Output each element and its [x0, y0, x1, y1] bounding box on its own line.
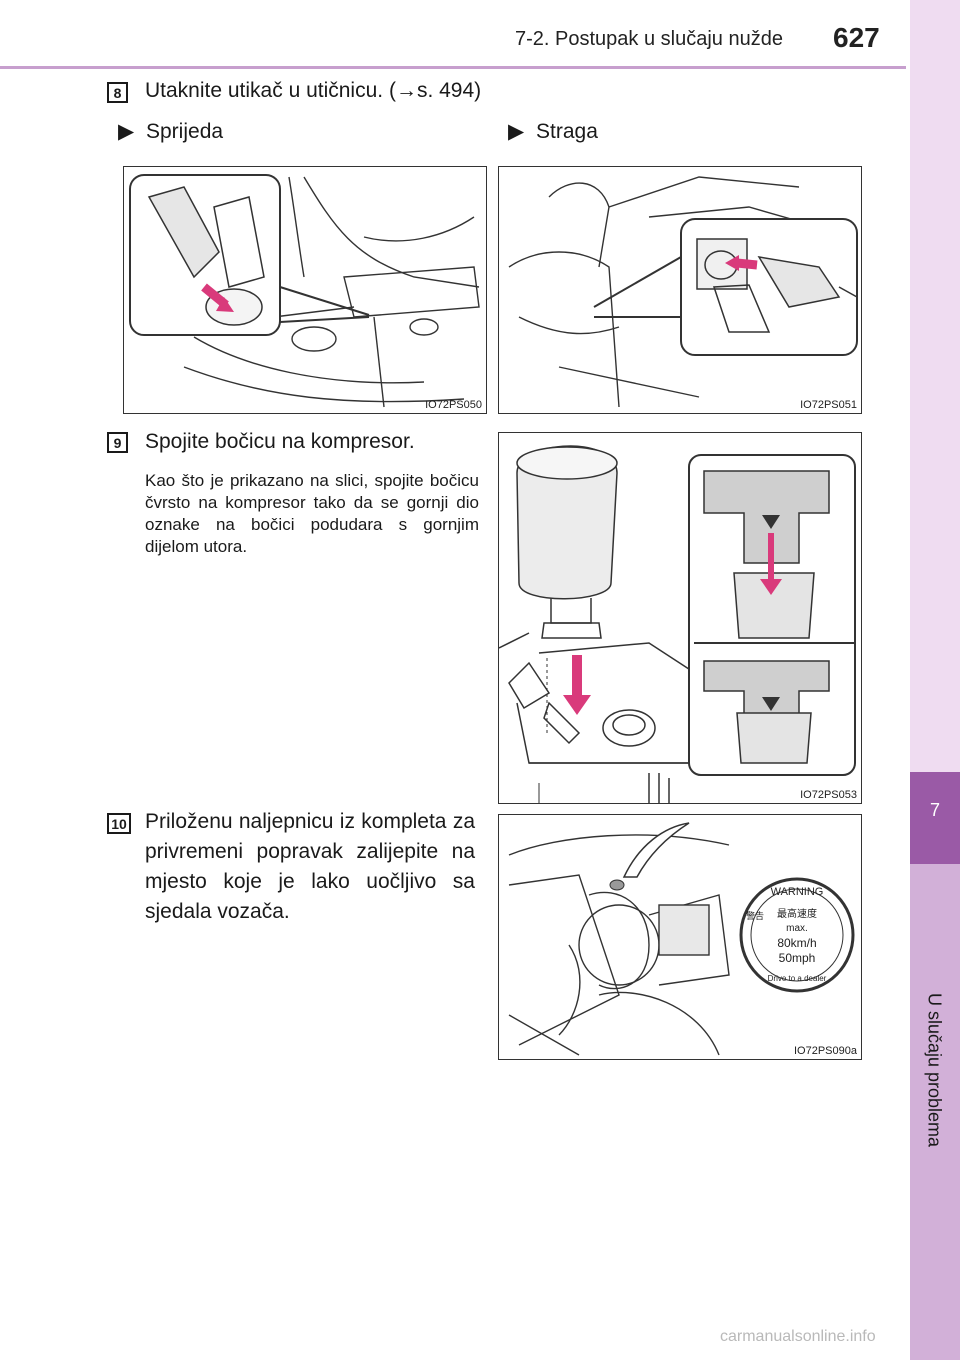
watermark: carmanualsonline.info — [720, 1328, 876, 1345]
front-socket-illustration — [129, 174, 480, 408]
sticker-mph: 50mph — [779, 951, 816, 965]
figure-front-socket: IO72PS050 — [123, 166, 487, 414]
figure-bottle-compressor: IO72PS053 — [498, 432, 862, 804]
front-label: ▶ Sprijeda — [118, 119, 223, 144]
sticker-location-illustration: WARNING 最高速度 max. 80km/h 50mph 警告 Drive … — [508, 822, 855, 1056]
figure-code: IO72PS051 — [800, 399, 857, 411]
chapter-number: 7 — [929, 800, 940, 820]
triangle-arrow-icon: ▶ — [508, 120, 525, 143]
sticker-speed-label: 最高速度 — [777, 907, 817, 920]
triangle-arrow-icon: ▶ — [118, 120, 135, 143]
front-label-text: Sprijeda — [146, 120, 224, 143]
chapter-tab[interactable] — [910, 864, 960, 1360]
figure-code: IO72PS053 — [800, 789, 857, 801]
sticker-warning-text: WARNING — [771, 886, 824, 898]
step-10-text: Priloženu naljepnicu iz kompleta za priv… — [145, 810, 475, 923]
header-divider — [0, 66, 906, 69]
step-9-badge: 9 — [107, 432, 128, 453]
step-9-note: Kao što je prikazano na slici, spojite b… — [145, 471, 479, 556]
figure-code: IO72PS090a — [794, 1045, 857, 1057]
warning-sticker: WARNING 最高速度 max. 80km/h 50mph 警告 Drive … — [739, 877, 855, 993]
rear-socket-illustration — [508, 176, 858, 408]
bottle-compressor-illustration — [499, 445, 856, 803]
chapter-title: U slučaju problema — [924, 992, 945, 1148]
rear-label-text: Straga — [536, 120, 598, 143]
step-8-text: Utaknite utikač u utičnicu. (→s. 494) — [145, 79, 482, 102]
figure-rear-socket: IO72PS051 — [498, 166, 862, 414]
sticker-kmh: 80km/h — [777, 936, 816, 950]
step-9-text: Spojite bočicu na kompresor. — [145, 430, 415, 453]
section-title: 7-2. Postupak u slučaju nužde — [515, 28, 783, 50]
chapter-number-box[interactable] — [910, 772, 960, 864]
sticker-bottom-text: Drive to a dealer — [768, 974, 827, 983]
side-tab-background — [910, 0, 960, 772]
step-10-badge: 10 — [107, 813, 131, 834]
sticker-max: max. — [786, 923, 808, 934]
figure-sticker-location: WARNING 最高速度 max. 80km/h 50mph 警告 Drive … — [498, 814, 862, 1060]
sticker-japanese-top: 警告 — [746, 910, 764, 922]
step-8-badge: 8 — [107, 82, 128, 103]
figure-code: IO72PS050 — [425, 399, 482, 411]
rear-label: ▶ Straga — [508, 119, 598, 144]
page-number: 627 — [833, 22, 880, 53]
